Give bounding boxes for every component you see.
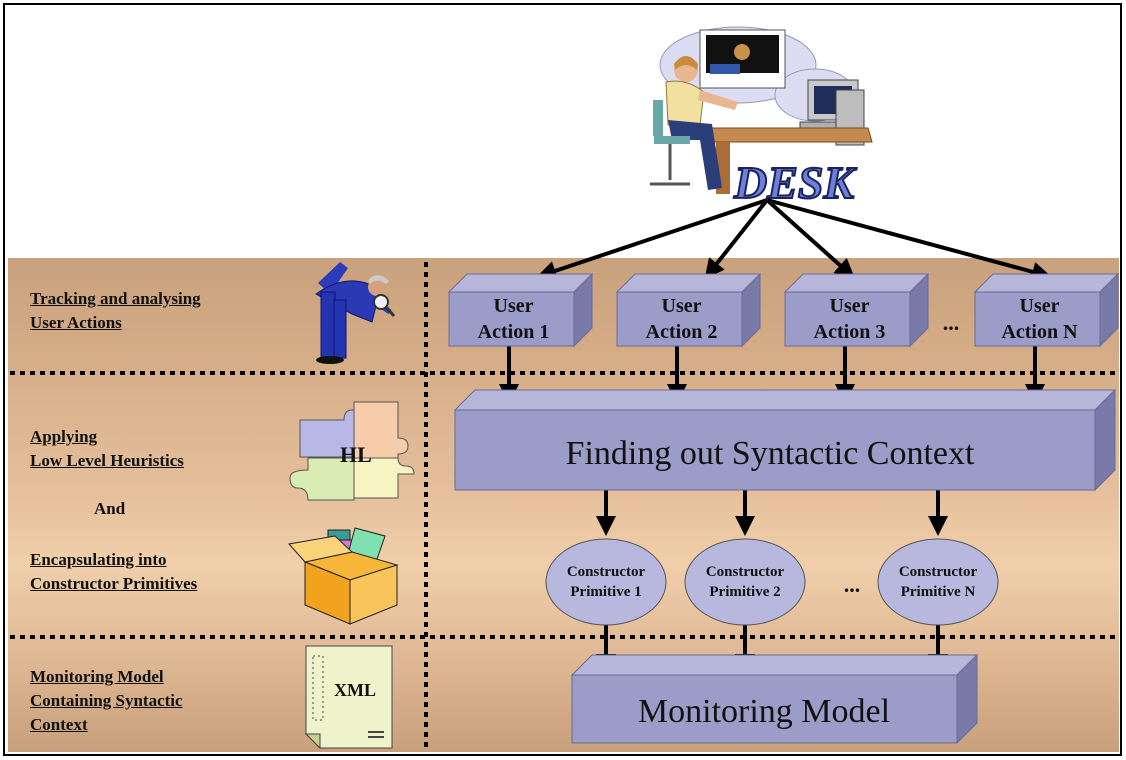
puzzle-hl-text: HL bbox=[340, 442, 372, 467]
constructor-line2-2: Primitive 2 bbox=[709, 584, 780, 600]
constructor-box-icon bbox=[288, 527, 399, 625]
user-action-line2-4: Action N bbox=[1001, 321, 1078, 343]
user-action-line1-1: User bbox=[494, 295, 534, 317]
monitoring-model-text: Monitoring Model bbox=[638, 693, 890, 730]
user-action-line1-4: User bbox=[1020, 295, 1060, 317]
monitoring-model-box: Monitoring Model bbox=[570, 653, 979, 745]
user-action-line2-2: Action 2 bbox=[646, 321, 718, 343]
desk-user-illustration: DESK bbox=[650, 26, 873, 209]
constructor-ellipsis: ... bbox=[844, 572, 861, 597]
label-monitoring-line-1: Monitoring Model bbox=[30, 667, 164, 686]
label-applying-heuristics: Applying Low Level Heuristics bbox=[30, 425, 184, 473]
desk-logo-text: DESK bbox=[733, 157, 857, 208]
desk-arrow-1 bbox=[536, 198, 768, 281]
detective-icon bbox=[315, 262, 396, 364]
label-tracking-user-actions: Tracking and analysing User Actions bbox=[30, 287, 201, 335]
constructor-line1-3: Constructor bbox=[899, 564, 978, 580]
user-action-line1-2: User bbox=[662, 295, 702, 317]
desk-arrow-3 bbox=[765, 198, 855, 279]
syntactic-context-text: Finding out Syntactic Context bbox=[566, 435, 975, 472]
label-applying-line-1: Applying bbox=[30, 427, 98, 446]
label-tracking-line-1: Tracking and analysing bbox=[30, 289, 201, 308]
constructor-line1-2: Constructor bbox=[706, 564, 785, 580]
constructor-line1-1: Constructor bbox=[567, 564, 646, 580]
label-encapsulating-line-2: Constructor Primitives bbox=[30, 574, 198, 593]
xml-text: XML bbox=[334, 680, 376, 700]
constructor-line2-1: Primitive 1 bbox=[570, 584, 641, 600]
syntactic-context-box: Finding out Syntactic Context bbox=[453, 388, 1117, 492]
label-and: And bbox=[94, 499, 126, 518]
desk-arrow-2 bbox=[704, 198, 769, 280]
label-encapsulating-line-1: Encapsulating into bbox=[30, 550, 167, 569]
puzzle-icon: HL bbox=[289, 401, 415, 501]
user-action-line2-1: Action 1 bbox=[478, 321, 550, 343]
user-actions-ellipsis: ... bbox=[943, 310, 960, 335]
label-applying-line-2: Low Level Heuristics bbox=[30, 451, 184, 470]
user-action-line1-3: User bbox=[830, 295, 870, 317]
label-monitoring-model: Monitoring Model Containing Syntactic Co… bbox=[30, 665, 183, 737]
label-encapsulating-primitives: Encapsulating into Constructor Primitive… bbox=[30, 548, 197, 596]
user-action-line2-3: Action 3 bbox=[814, 321, 886, 343]
desk-arrow-4 bbox=[766, 198, 1052, 282]
xml-document-icon: XML bbox=[304, 645, 393, 750]
label-tracking-line-2: User Actions bbox=[30, 313, 122, 332]
label-monitoring-line-3: Context bbox=[30, 715, 88, 734]
label-monitoring-line-2: Containing Syntactic bbox=[30, 691, 183, 710]
constructor-line2-3: Primitive N bbox=[901, 584, 976, 600]
